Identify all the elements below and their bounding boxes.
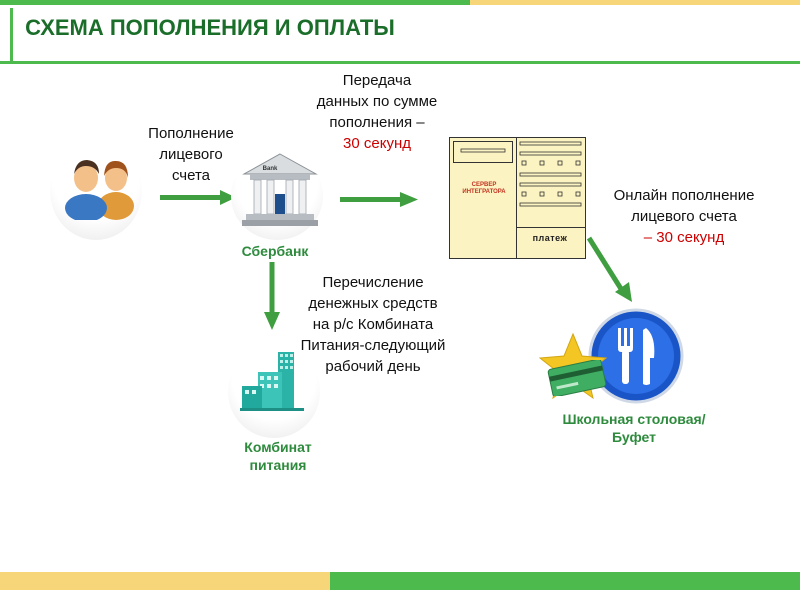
top-up-text: Пополнение лицевого счета [148, 125, 234, 184]
fork-knife-icon [588, 308, 684, 404]
card-icon [546, 358, 608, 398]
arrow-server-to-canteen [586, 236, 632, 302]
online-topup-time: – 30 секунд [643, 229, 725, 246]
bank-sign: Bank [262, 166, 278, 172]
server-label: СЕРВЕР ИНТЕГРАТОРА [462, 182, 506, 195]
top-bar-green [0, 0, 470, 5]
factory-icon [238, 348, 312, 418]
title-left-rule [10, 8, 13, 64]
kombinat-label: Комбинат питания [244, 439, 312, 473]
top-bar-yellow [470, 0, 800, 5]
payment-label: платеж [532, 233, 568, 243]
bank-icon [240, 152, 320, 230]
transfer-data-text: Передача данных по сумме пополнения – 30… [316, 72, 438, 152]
bottom-bar-yellow [0, 572, 330, 590]
bottom-bar-green [330, 572, 800, 590]
canteen-label: Школьная столовая/Буфет [562, 411, 706, 445]
online-topup-text: Онлайн пополнение лицевого счета – 30 се… [613, 187, 755, 246]
page-title: СХЕМА ПОПОЛНЕНИЯ И ОПЛАТЫ [25, 15, 395, 40]
transfer-data-time: 30 секунд [343, 135, 411, 152]
sberbank-label: Сбербанк [241, 243, 309, 259]
arrow-bank-to-kombinat [264, 262, 280, 330]
transfer-funds-text: Перечисление денежных средств на р/с Ком… [300, 274, 446, 375]
arrow-bank-to-server [340, 192, 418, 207]
server-icon [449, 137, 586, 259]
users-icon [58, 156, 142, 222]
users-circle [50, 142, 142, 240]
arrow-users-to-bank [160, 190, 236, 205]
title-underline [0, 61, 800, 64]
